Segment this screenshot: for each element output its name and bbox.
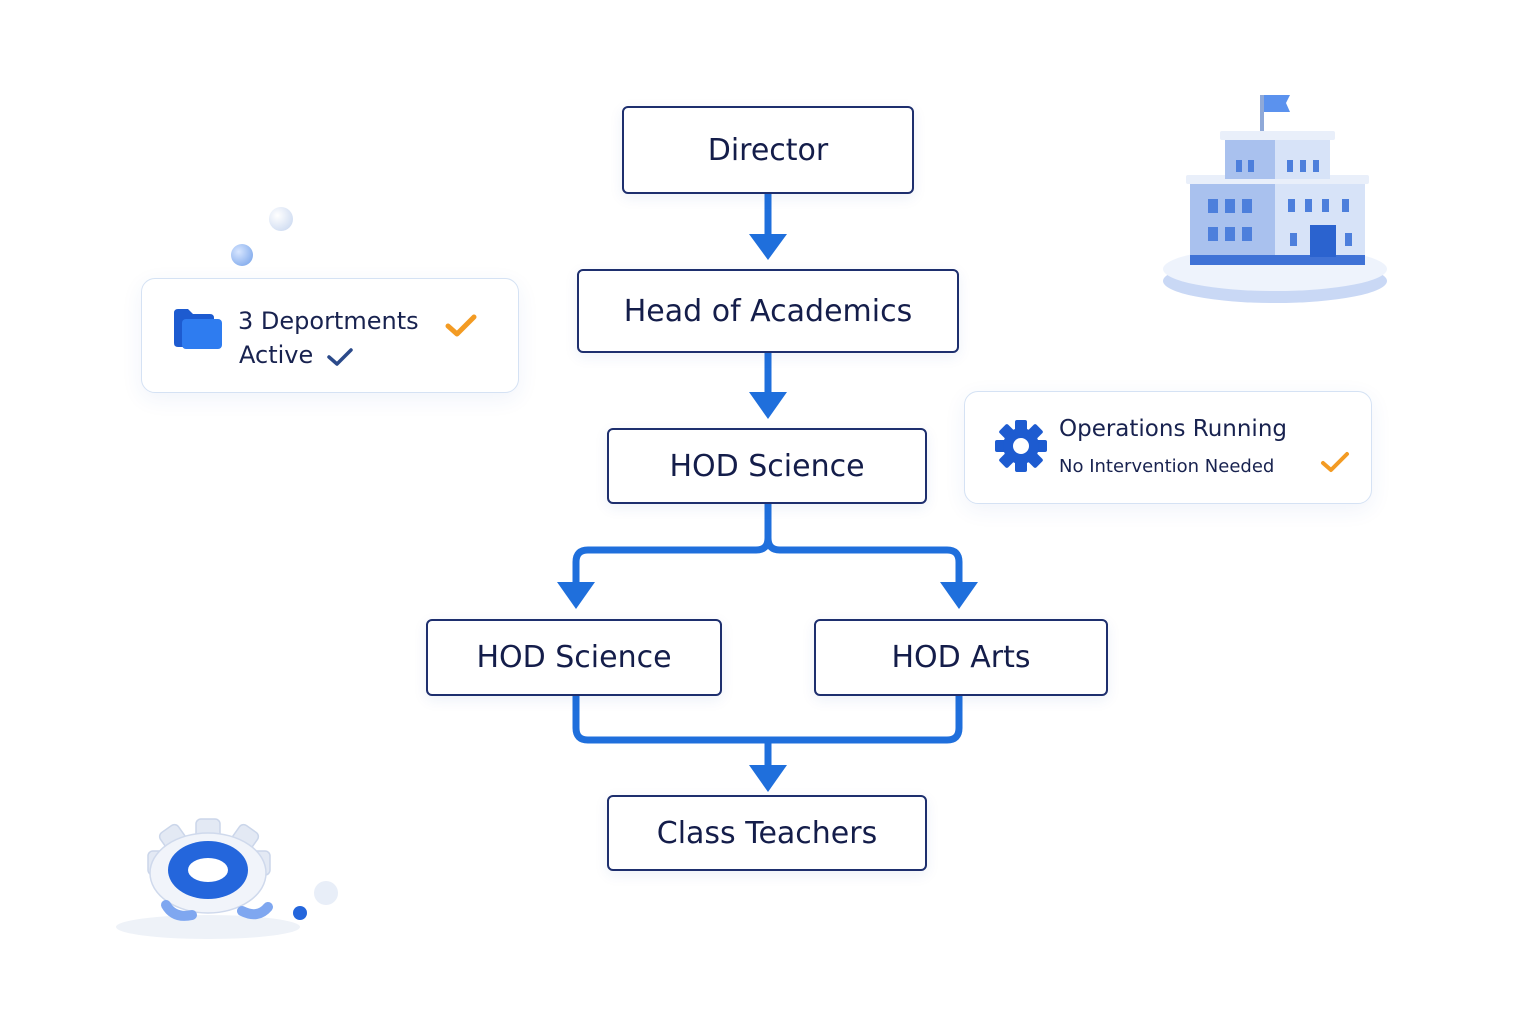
- node-head-of-academics[interactable]: Head of Academics: [577, 269, 959, 353]
- node-hod-science[interactable]: HOD Science: [426, 619, 722, 696]
- arrowhead-hod-science: [557, 582, 595, 609]
- decorative-bubble: [269, 207, 293, 231]
- decorative-gear-icon: [116, 818, 338, 939]
- operations-title: Operations Running: [1059, 416, 1288, 442]
- arrowhead-hod-arts: [940, 582, 978, 609]
- node-hod-arts[interactable]: HOD Arts: [814, 619, 1108, 696]
- departments-count-text: 3 Deportments: [238, 307, 419, 335]
- node-hod-science-top[interactable]: HOD Science: [607, 428, 927, 504]
- arrowhead-hod: [749, 392, 787, 419]
- operations-subtitle: No Intervention Needed: [1059, 456, 1275, 477]
- decorative-bubble: [231, 244, 253, 266]
- operations-status-card: Operations Running No Intervention Neede…: [964, 391, 1372, 504]
- node-class-teachers[interactable]: Class Teachers: [607, 795, 927, 871]
- arrowhead-head: [749, 234, 787, 260]
- check-icon-orange: [1321, 452, 1349, 472]
- connector-merge: [572, 696, 963, 768]
- school-building-icon: [1163, 95, 1387, 303]
- departments-active-text: Active: [239, 341, 314, 369]
- arrowhead-teachers: [749, 765, 787, 792]
- gear-icon: [995, 420, 1047, 472]
- check-icon-orange: [445, 314, 477, 337]
- departments-status-card: 3 Deportments Active: [141, 278, 519, 393]
- node-director[interactable]: Director: [622, 106, 914, 194]
- folder-icon: [174, 309, 222, 349]
- check-icon-navy: [327, 348, 353, 366]
- connector-hod-split: [572, 504, 963, 588]
